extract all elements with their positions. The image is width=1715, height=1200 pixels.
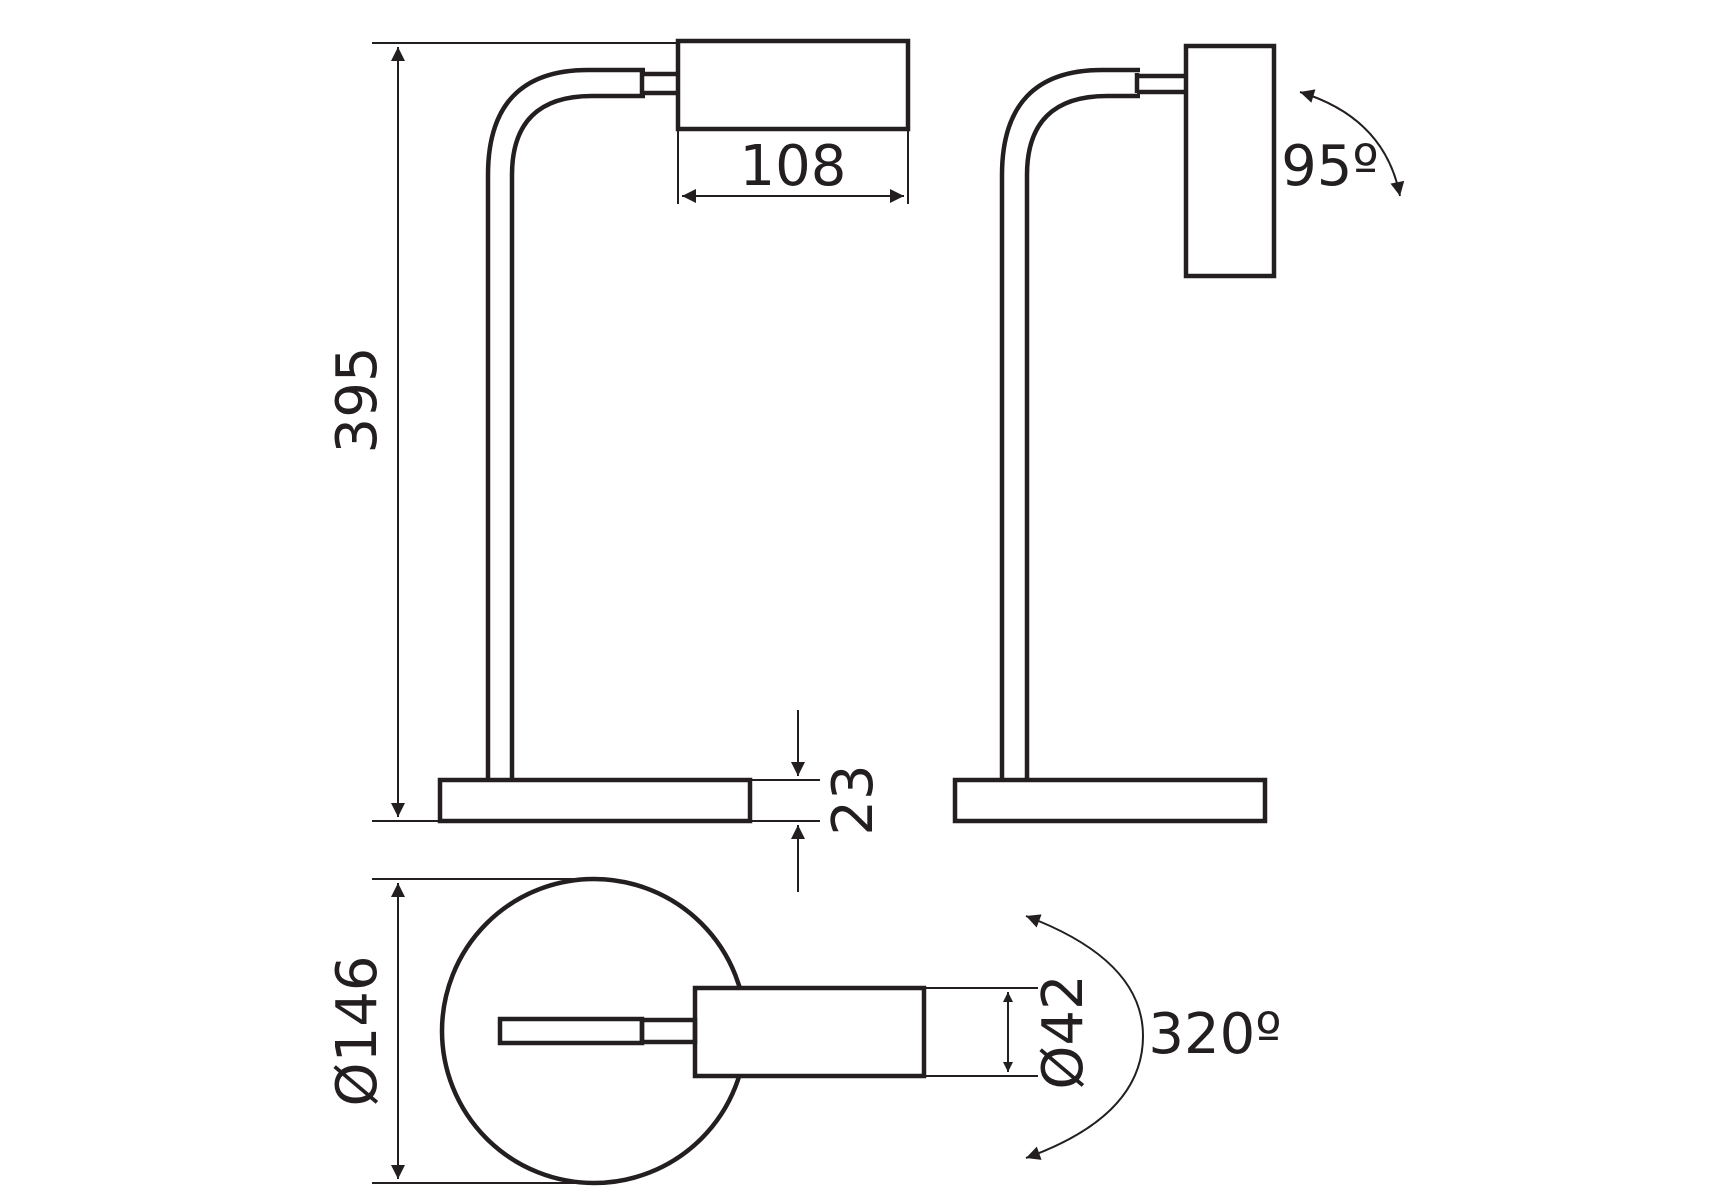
base-diameter-label: Ø146 [325,956,390,1107]
side-lamp-head [1183,43,1277,279]
front-base [437,777,753,824]
side-stem [999,67,1140,780]
height-label: 395 [325,347,390,454]
head-length-label: 108 [740,134,847,199]
side-stem-inner [1024,93,1140,780]
base-diameter-dimension: Ø146 [325,878,594,1184]
head-length-dimension: 108 [677,129,909,204]
top-view [439,876,927,1186]
side-base [952,777,1268,824]
height-dimension: 395 [325,42,678,822]
rotation-angle-label: 320º [1148,1002,1281,1067]
head-diameter-dimension: Ø42 [924,974,1096,1090]
base-height-dimension: 23 [750,710,886,892]
top-joint [639,1017,698,1045]
front-stem-inner [509,93,645,780]
rotation-angle-dimension: 320º [1025,914,1282,1160]
tilt-angle-dimension: 95º [1281,89,1405,199]
front-lamp-head [675,38,911,132]
front-view [437,38,911,824]
base-height-label: 23 [821,764,886,835]
side-view [952,43,1277,824]
head-diameter-label: Ø42 [1031,974,1096,1089]
tilt-angle-label: 95º [1281,134,1379,199]
top-stem [497,1016,645,1046]
front-stem [485,67,645,780]
